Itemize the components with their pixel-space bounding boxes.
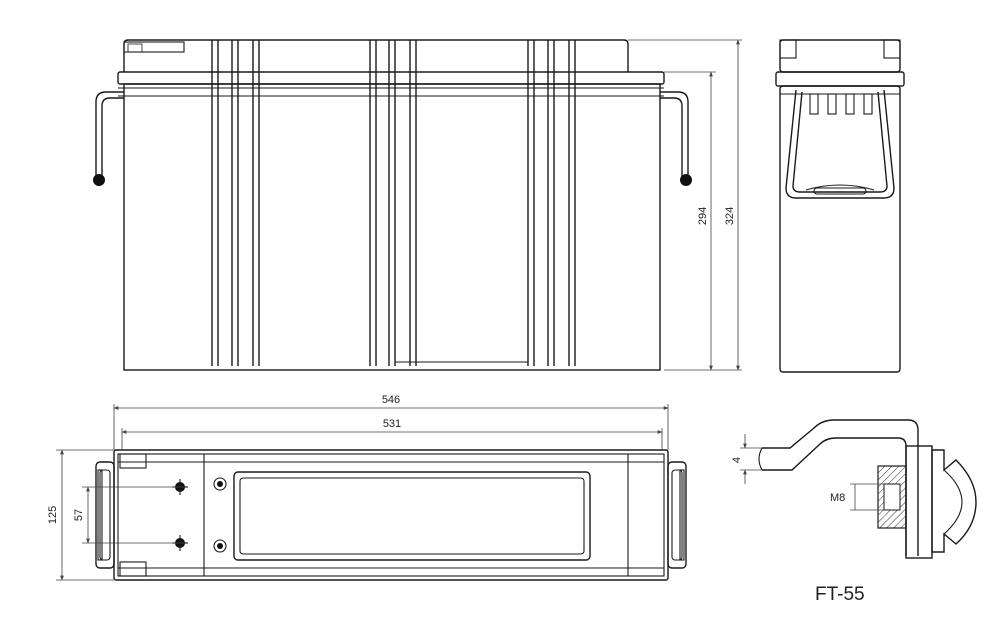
height-dimension-324: 324: [628, 39, 742, 371]
length-dimension-531: 531: [121, 418, 663, 450]
terminal-detail: 4 M8 FT-55: [731, 419, 977, 605]
front-view: 294 324: [93, 39, 742, 371]
dim-terminal-thickness: 4: [731, 457, 743, 463]
dim-bolt-thread: M8: [830, 492, 845, 504]
case-ribs: [211, 40, 576, 366]
dim-total-height: 324: [724, 207, 736, 225]
top-right-handle: [667, 461, 687, 569]
bolt-thread-dimension: M8: [830, 483, 884, 511]
terminal-thickness-dimension: 4: [731, 434, 762, 484]
dim-case-length: 531: [383, 418, 401, 430]
width-dimension-125: 125: [47, 449, 114, 581]
terminal-label: FT-55: [815, 584, 865, 605]
height-dimension-294: 294: [664, 71, 742, 371]
top-view: 125 57 546 531: [47, 394, 687, 581]
left-handle: [93, 91, 124, 186]
right-handle: [660, 91, 692, 186]
side-view: [775, 39, 905, 373]
terminal-spacing-dimension: 57: [73, 486, 184, 544]
side-handle: [785, 89, 895, 199]
dim-overall-length: 546: [382, 394, 400, 406]
top-left-handle: [95, 461, 115, 569]
length-dimension-546: 546: [113, 394, 669, 450]
dim-width: 125: [47, 506, 59, 524]
dim-case-height: 294: [697, 207, 709, 225]
dim-terminal-spacing: 57: [73, 509, 85, 521]
